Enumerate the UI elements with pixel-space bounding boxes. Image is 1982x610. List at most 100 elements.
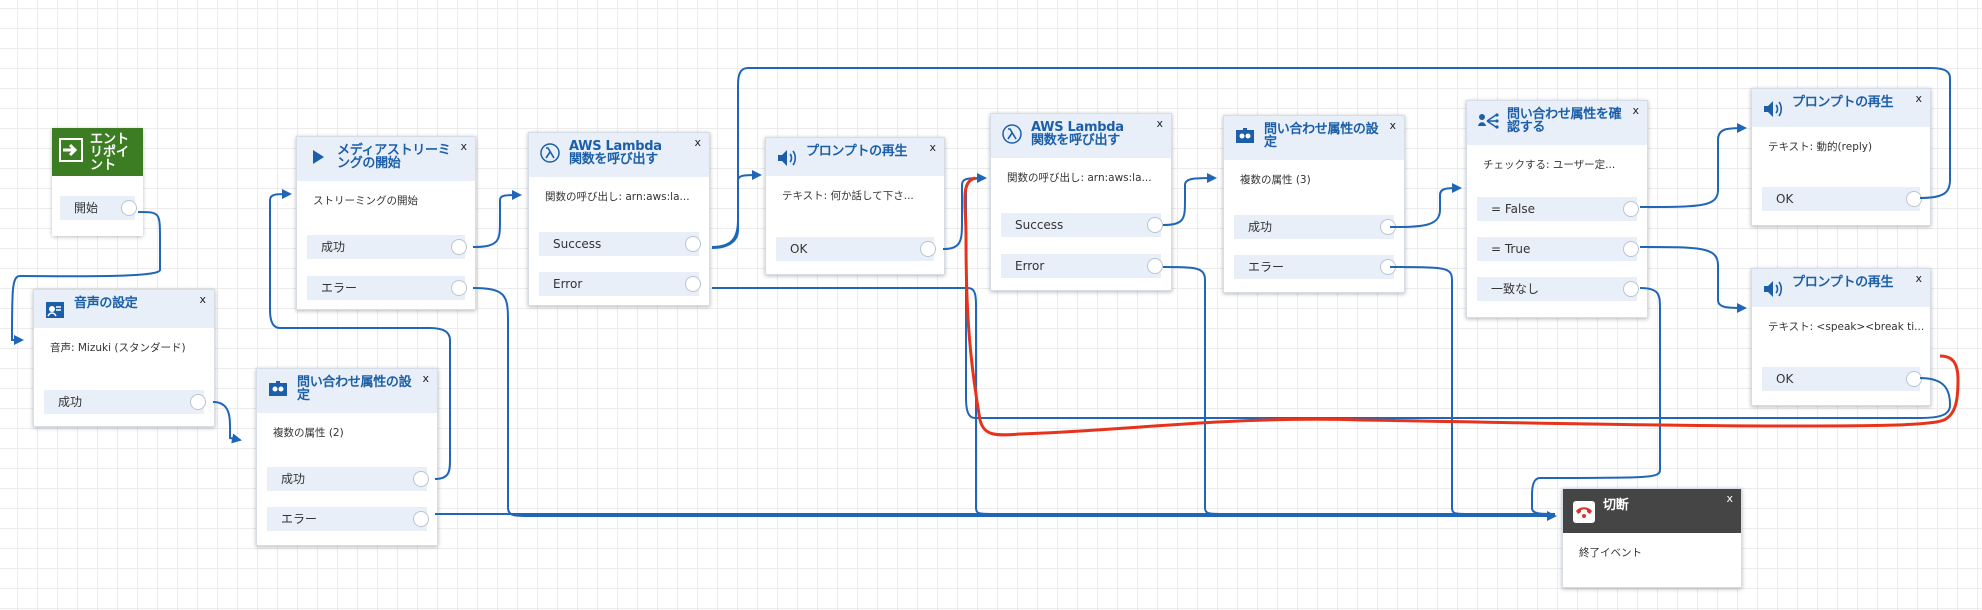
- output-port[interactable]: [121, 200, 137, 216]
- speaker-icon: [776, 147, 798, 169]
- output-port[interactable]: [451, 280, 467, 296]
- branch-error[interactable]: Error: [1001, 254, 1163, 278]
- branch-success[interactable]: 成功: [44, 390, 206, 414]
- branch-start[interactable]: 開始: [60, 196, 137, 220]
- branch-true[interactable]: = True: [1477, 237, 1639, 261]
- branch-success[interactable]: 成功: [1234, 215, 1396, 239]
- set-contact-attributes-block[interactable]: 問い合わせ属性の設定 x 複数の属性 (2) 成功 エラー: [256, 368, 438, 546]
- branch-ok[interactable]: OK: [1762, 187, 1922, 211]
- close-button[interactable]: x: [199, 293, 206, 306]
- branch-error[interactable]: Error: [539, 272, 701, 296]
- output-port[interactable]: [1380, 219, 1396, 235]
- block-title: プロンプトの再生: [1792, 95, 1894, 110]
- branch-label: 成功: [58, 395, 83, 409]
- enter-arrow-icon: [58, 137, 84, 167]
- wire-lambda1-error-to-disconnect: [712, 287, 991, 515]
- output-port[interactable]: [1906, 191, 1922, 207]
- output-port[interactable]: [685, 236, 701, 252]
- entry-point-block[interactable]: エントリポイント 開始: [52, 128, 143, 236]
- block-header: 切断 x: [1563, 489, 1741, 533]
- block-header: 音声の設定 x: [34, 290, 214, 328]
- block-description: 複数の属性 (2): [273, 427, 344, 439]
- branch-success[interactable]: 成功: [307, 235, 467, 259]
- output-port[interactable]: [920, 241, 936, 257]
- invoke-lambda-block[interactable]: AWS Lambda 関数を呼び出す x 関数の呼び出し: arn:aws:la…: [528, 132, 710, 306]
- branch-label: Success: [553, 237, 602, 251]
- branch-success[interactable]: 成功: [267, 467, 429, 491]
- disconnect-block[interactable]: 切断 x 終了イベント: [1562, 488, 1742, 588]
- output-port[interactable]: [1380, 259, 1396, 275]
- voice-settings-icon: [44, 299, 66, 321]
- wire-nomatch-to-disconnect: [1531, 287, 1661, 515]
- close-button[interactable]: x: [460, 140, 467, 153]
- branch-error[interactable]: エラー: [1234, 255, 1396, 279]
- branch-success[interactable]: Success: [539, 232, 701, 256]
- output-port[interactable]: [1623, 281, 1639, 297]
- block-header: 問い合わせ属性の設定 x: [257, 369, 437, 413]
- branch-error[interactable]: エラー: [267, 507, 429, 531]
- output-port[interactable]: [413, 471, 429, 487]
- close-button[interactable]: x: [1915, 92, 1922, 105]
- output-port[interactable]: [1147, 258, 1163, 274]
- check-contact-attributes-block[interactable]: 問い合わせ属性を確認する x チェックする: ユーザー定... = False …: [1466, 100, 1648, 318]
- play-prompt-block-3[interactable]: プロンプトの再生 x テキスト: <speak><break ti... OK: [1751, 268, 1931, 406]
- branch-label: OK: [1776, 192, 1794, 206]
- block-description: テキスト: <speak><break ti...: [1768, 321, 1925, 333]
- output-port[interactable]: [451, 239, 467, 255]
- close-button[interactable]: x: [694, 136, 701, 149]
- block-description: テキスト: 何か話して下さ...: [782, 190, 914, 202]
- block-description: 終了イベント: [1579, 547, 1642, 559]
- branch-no-match[interactable]: 一致なし: [1477, 277, 1639, 301]
- lambda-icon: [539, 142, 561, 164]
- media-streaming-block[interactable]: メディアストリーミングの開始 x ストリーミングの開始 成功 エラー: [296, 136, 476, 310]
- branch-ok[interactable]: OK: [1762, 367, 1922, 391]
- block-title: 問い合わせ属性を確認する: [1507, 107, 1622, 135]
- play-icon: [307, 146, 329, 168]
- block-description: 関数の呼び出し: arn:aws:la...: [1007, 172, 1152, 184]
- invoke-lambda-block-2[interactable]: AWS Lambda 関数を呼び出す x 関数の呼び出し: arn:aws:la…: [990, 113, 1172, 291]
- close-button[interactable]: x: [1915, 272, 1922, 285]
- block-description: 関数の呼び出し: arn:aws:la...: [545, 191, 690, 203]
- play-prompt-block[interactable]: プロンプトの再生 x テキスト: 何か話して下さ... OK: [765, 137, 945, 275]
- wire-media-success-to-lambda1: [472, 190, 522, 248]
- branch-label: 成功: [1248, 220, 1273, 234]
- block-header: 問い合わせ属性の設定 x: [1224, 116, 1404, 160]
- output-port[interactable]: [1147, 217, 1163, 233]
- branch-ok[interactable]: OK: [776, 237, 936, 261]
- wire-false-to-prompt2: [1639, 123, 1747, 208]
- wire-voice-to-attr1: [212, 401, 242, 444]
- wire-prompt1-ok-to-lambda2: [942, 173, 987, 250]
- output-port[interactable]: [1623, 241, 1639, 257]
- close-button[interactable]: x: [1726, 492, 1733, 505]
- block-title: メディアストリーミングの開始: [337, 143, 451, 171]
- block-title: 切断: [1603, 498, 1629, 513]
- voice-settings-block[interactable]: 音声の設定 x 音声: Mizuki (スタンダード) 成功: [33, 289, 215, 427]
- close-button[interactable]: x: [1156, 117, 1163, 130]
- hangup-phone-icon: [1573, 501, 1595, 523]
- wire-media-error-to-disconnect: [472, 287, 1557, 521]
- branch-success[interactable]: Success: [1001, 213, 1163, 237]
- block-title: 音声の設定: [74, 296, 138, 311]
- close-button[interactable]: x: [1389, 119, 1396, 132]
- entry-header: エントリポイント: [52, 128, 143, 176]
- play-prompt-block-2[interactable]: プロンプトの再生 x テキスト: 動的(reply) OK: [1751, 88, 1931, 226]
- close-button[interactable]: x: [929, 141, 936, 154]
- branch-label: = False: [1491, 202, 1535, 216]
- block-header: AWS Lambda 関数を呼び出す x: [991, 114, 1171, 158]
- block-description: チェックする: ユーザー定...: [1483, 159, 1616, 171]
- close-button[interactable]: x: [422, 372, 429, 385]
- output-port[interactable]: [413, 511, 429, 527]
- branch-error[interactable]: エラー: [307, 276, 467, 300]
- output-port[interactable]: [1906, 371, 1922, 387]
- lambda-icon: [1001, 123, 1023, 145]
- block-title: AWS Lambda 関数を呼び出す: [569, 139, 662, 167]
- output-port[interactable]: [190, 394, 206, 410]
- branch-label: Error: [553, 277, 583, 291]
- output-port[interactable]: [1623, 201, 1639, 217]
- branch-label: OK: [1776, 372, 1794, 386]
- branch-label: 開始: [74, 201, 99, 215]
- output-port[interactable]: [685, 276, 701, 292]
- set-contact-attributes-block-2[interactable]: 問い合わせ属性の設定 x 複数の属性 (3) 成功 エラー: [1223, 115, 1405, 293]
- branch-false[interactable]: = False: [1477, 197, 1639, 221]
- close-button[interactable]: x: [1632, 104, 1639, 117]
